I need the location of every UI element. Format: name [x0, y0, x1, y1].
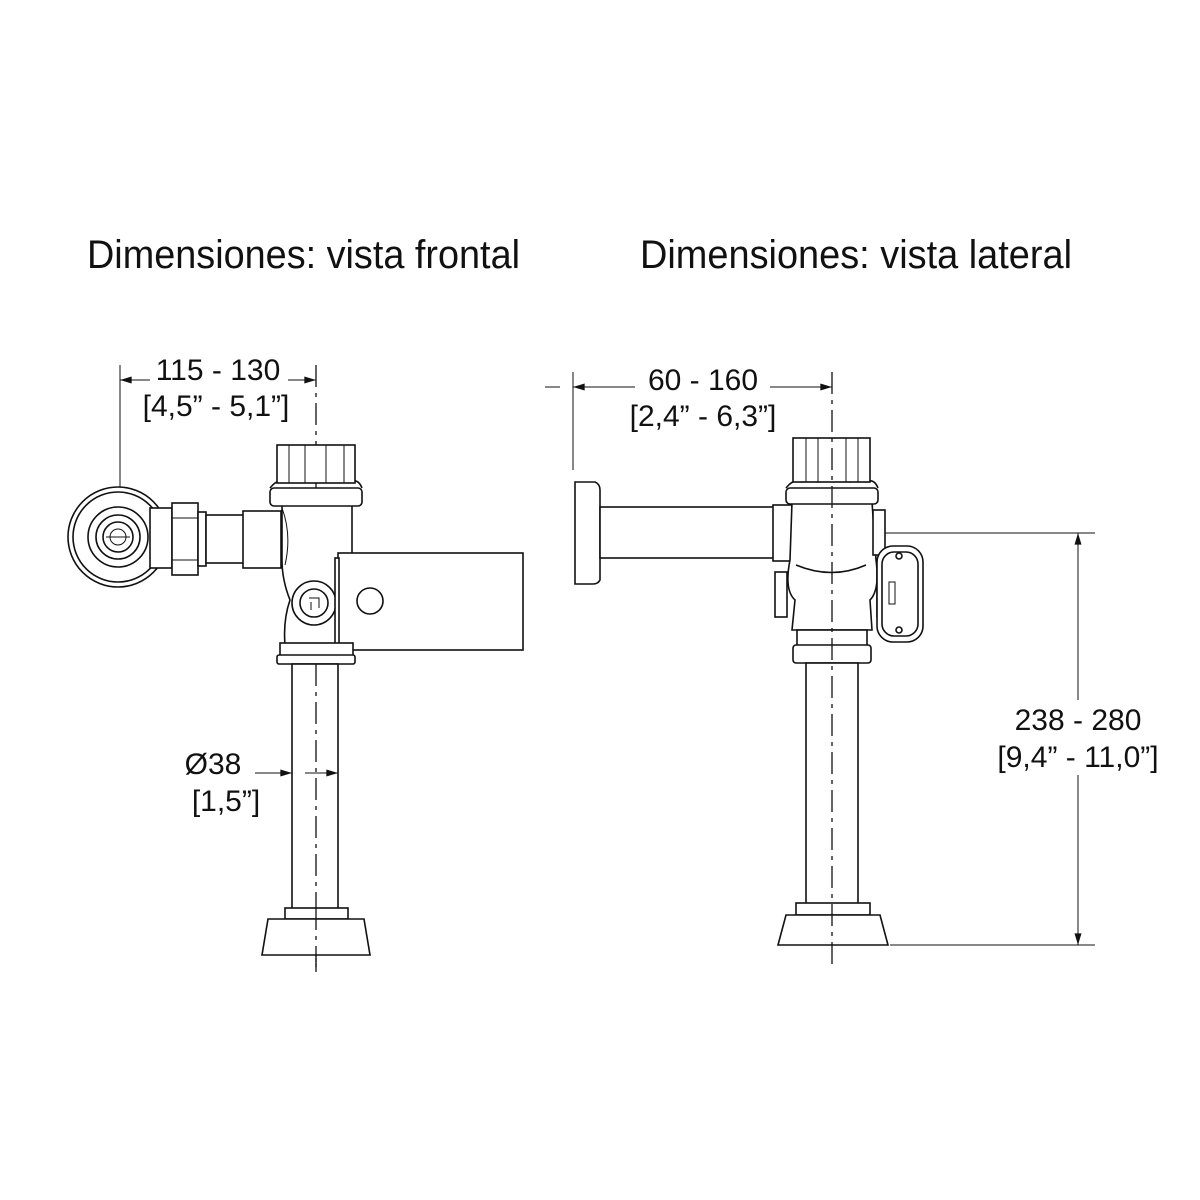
supply-pipe [599, 506, 776, 559]
side-depth-mm: 60 - 160 [648, 364, 758, 397]
front-view-title: Dimensiones: vista frontal [87, 233, 520, 277]
front-width-in: [4,5” - 5,1”] [143, 390, 290, 423]
side-valve-cap [792, 437, 871, 483]
side-view-title: Dimensiones: vista lateral [640, 233, 1072, 277]
sensor-box [337, 552, 524, 651]
side-wall-flange [574, 481, 601, 585]
valve-cap [276, 444, 356, 484]
side-spud-coupling [776, 902, 890, 946]
wall-flange [67, 486, 169, 588]
side-height-in: [9,4” - 11,0”] [997, 741, 1158, 774]
pipe-diameter-mm: Ø38 [185, 748, 242, 781]
coupling-nut [171, 502, 199, 576]
override-valve [291, 580, 337, 626]
side-height-mm: 238 - 280 [1015, 704, 1142, 737]
side-height-dimension: 238 - 280 [9,4” - 11,0”] [885, 532, 1165, 946]
side-depth-dimension: 60 - 160 [2,4” - 6,3”] [545, 364, 832, 470]
front-view: 115 - 130 [4,5” - 5,1”] [67, 354, 524, 972]
pipe-diameter-dimension: Ø38 [1,5”] [185, 748, 339, 818]
side-sensor-housing [876, 545, 924, 643]
sensor-eye [356, 587, 384, 615]
pipe-diameter-in: [1,5”] [192, 785, 260, 818]
side-view: 60 - 160 [2,4” - 6,3”] [545, 364, 1165, 970]
side-depth-in: [2,4” - 6,3”] [630, 400, 777, 433]
flush-tube [291, 663, 339, 911]
front-width-dimension: 115 - 130 [4,5” - 5,1”] [119, 354, 317, 505]
spud-coupling [261, 907, 371, 972]
front-width-mm: 115 - 130 [156, 354, 281, 387]
